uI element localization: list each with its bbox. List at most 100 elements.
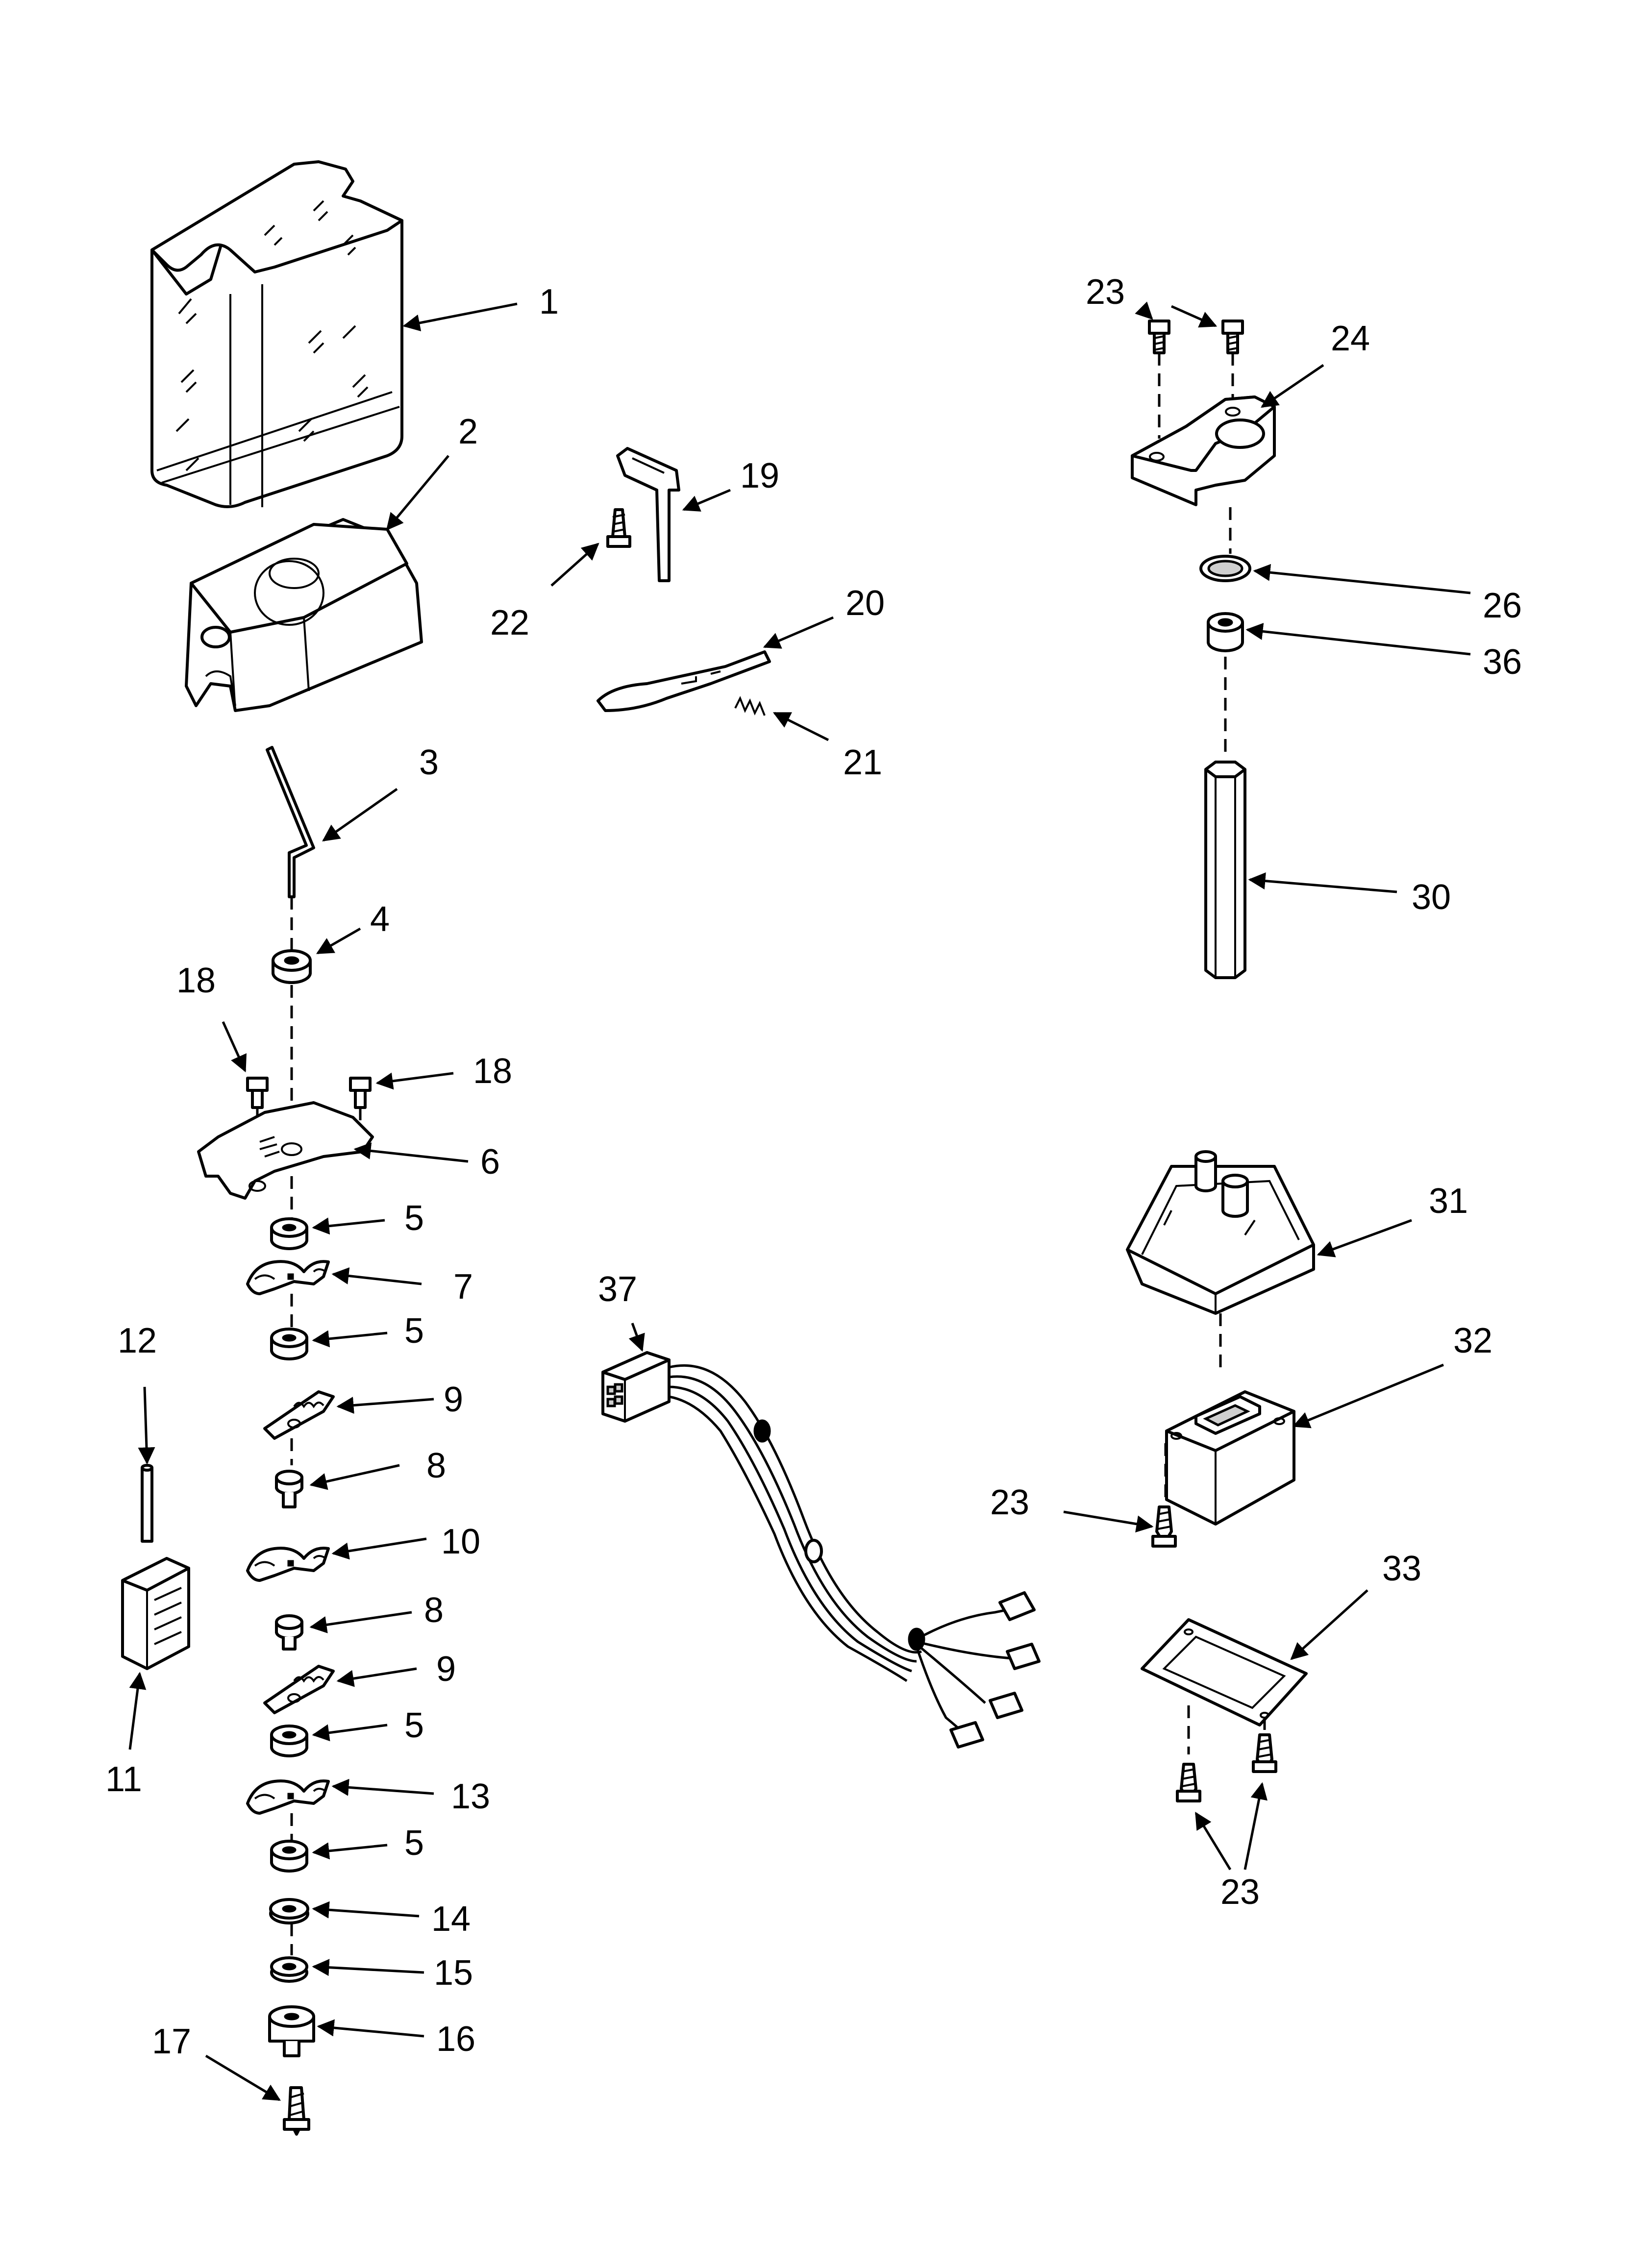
callout-5d: 5 xyxy=(312,1824,424,1863)
callout-label-37: 37 xyxy=(598,1270,637,1309)
callout-label-16: 16 xyxy=(436,2020,475,2059)
part-11-housing-block xyxy=(121,1557,190,1670)
callout-2: 2 xyxy=(386,412,478,531)
part-30-hex-shaft xyxy=(1204,761,1246,979)
callout-label-8a: 8 xyxy=(426,1446,446,1485)
part-14-washer xyxy=(269,1898,309,1924)
callout-label-30: 30 xyxy=(1412,878,1451,917)
part-15-washer xyxy=(270,1956,308,1983)
callout-label-19: 19 xyxy=(740,456,779,495)
part-24-bearing-bracket xyxy=(1131,395,1276,506)
part-23-screw-middle xyxy=(1151,1505,1177,1548)
callout-17: 17 xyxy=(152,2022,281,2101)
callout-label-9a: 9 xyxy=(444,1380,463,1419)
part-16-coupler xyxy=(268,2005,315,2057)
callout-label-17: 17 xyxy=(152,2022,191,2061)
part-10-cam xyxy=(246,1547,330,1582)
callout-23b: 23 xyxy=(990,1483,1154,1533)
callout-label-21: 21 xyxy=(843,743,882,782)
callout-18-left: 18 xyxy=(176,961,247,1073)
part-37-wire-harness xyxy=(601,1351,1041,1749)
callout-label-5b: 5 xyxy=(404,1311,424,1351)
callout-label-26: 26 xyxy=(1483,586,1522,625)
part-5-washer-b xyxy=(270,1328,308,1360)
callout-label-36: 36 xyxy=(1483,642,1522,682)
part-12-pin xyxy=(141,1464,153,1543)
callout-11: 11 xyxy=(105,1672,147,1799)
callout-22: 22 xyxy=(490,542,599,642)
callout-9b: 9 xyxy=(336,1650,456,1689)
part-22-screw xyxy=(606,508,631,548)
callout-24: 24 xyxy=(1261,319,1370,408)
callout-31: 31 xyxy=(1317,1182,1468,1257)
callout-14: 14 xyxy=(312,1899,471,1939)
part-36-bushing xyxy=(1207,612,1244,652)
callout-label-22: 22 xyxy=(490,603,529,642)
part-19-bracket xyxy=(616,447,680,582)
callout-5a: 5 xyxy=(312,1199,424,1238)
callout-6: 6 xyxy=(353,1142,500,1182)
callout-label-3: 3 xyxy=(419,743,439,782)
callout-36: 36 xyxy=(1245,623,1522,682)
part-6-mounting-plate xyxy=(197,1101,374,1200)
callout-13: 13 xyxy=(331,1777,490,1816)
part-23-screw-top-right xyxy=(1221,320,1244,409)
callout-10: 10 xyxy=(331,1522,480,1561)
callout-label-24: 24 xyxy=(1331,319,1370,358)
callout-label-18b: 18 xyxy=(473,1052,512,1091)
callout-3: 3 xyxy=(322,743,439,842)
callout-26: 26 xyxy=(1253,564,1522,625)
callout-label-4: 4 xyxy=(370,900,390,939)
part-26-bearing-ring xyxy=(1199,555,1251,582)
callout-label-1: 1 xyxy=(539,282,559,321)
callout-label-5d: 5 xyxy=(404,1824,424,1863)
part-9-lever-b xyxy=(263,1665,335,1714)
callout-23c: 23 xyxy=(1194,1782,1268,1912)
callout-21: 21 xyxy=(772,712,882,782)
callout-label-6: 6 xyxy=(480,1142,500,1182)
part-5-washer-a xyxy=(270,1217,308,1250)
callout-label-14: 14 xyxy=(431,1899,471,1939)
callout-label-23a: 23 xyxy=(1086,272,1125,312)
callout-8b: 8 xyxy=(309,1591,444,1633)
callout-label-23b: 23 xyxy=(990,1483,1029,1522)
callout-20: 20 xyxy=(763,584,885,649)
part-5-washer-c xyxy=(270,1725,308,1757)
part-9-lever-a xyxy=(263,1390,335,1440)
part-21-spring xyxy=(734,696,766,716)
callout-label-13: 13 xyxy=(451,1777,490,1816)
part-1-ice-bucket xyxy=(150,160,403,508)
callout-label-20: 20 xyxy=(845,584,885,623)
callout-label-32: 32 xyxy=(1453,1321,1492,1360)
part-3-crank-rod xyxy=(266,746,315,898)
callout-32: 32 xyxy=(1292,1321,1492,1429)
part-32-drive-motor xyxy=(1165,1390,1295,1526)
callout-label-2: 2 xyxy=(458,412,478,451)
callout-label-7: 7 xyxy=(453,1267,473,1307)
callout-label-33: 33 xyxy=(1382,1549,1421,1588)
callout-label-5a: 5 xyxy=(404,1199,424,1238)
part-2-auger-housing xyxy=(185,518,423,712)
callout-4: 4 xyxy=(316,900,390,955)
callout-label-5c: 5 xyxy=(404,1706,424,1745)
part-20-lever xyxy=(597,650,771,712)
callout-19: 19 xyxy=(682,456,779,512)
part-13-cam xyxy=(246,1779,330,1815)
callout-15: 15 xyxy=(312,1953,473,1993)
part-23-screw-top-left xyxy=(1148,320,1170,439)
callout-30: 30 xyxy=(1248,872,1451,917)
part-17-screw xyxy=(283,2086,310,2136)
callout-33: 33 xyxy=(1290,1549,1421,1660)
callout-37: 37 xyxy=(598,1270,645,1352)
callout-16: 16 xyxy=(317,2019,475,2059)
callout-1: 1 xyxy=(402,282,559,332)
callout-label-9b: 9 xyxy=(436,1650,456,1689)
callout-label-15: 15 xyxy=(434,1953,473,1993)
part-23-screw-bottom-left xyxy=(1176,1763,1201,1802)
part-8-bushing-a xyxy=(275,1470,303,1508)
part-8-bushing-b xyxy=(275,1614,303,1651)
callout-5c: 5 xyxy=(312,1706,424,1745)
callout-label-18a: 18 xyxy=(176,961,216,1000)
callout-23a: 23 xyxy=(1086,272,1218,328)
